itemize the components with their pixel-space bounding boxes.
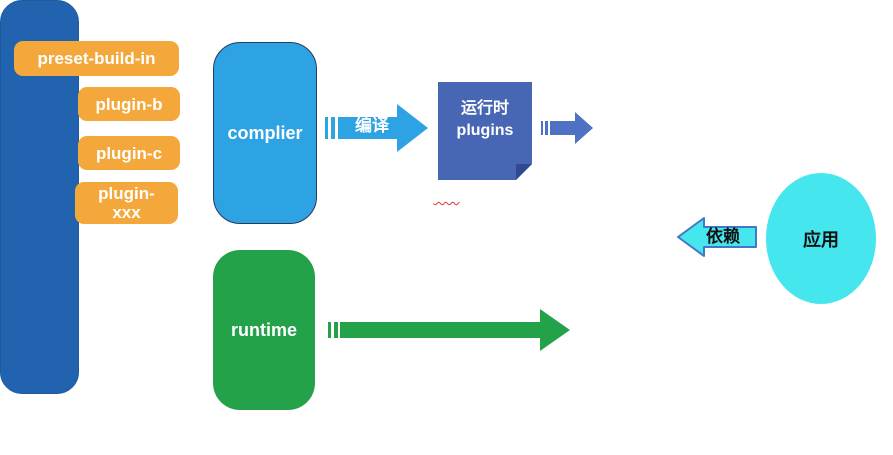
compile-arrow-body: [338, 104, 428, 152]
runtime-arrow-body: [340, 309, 570, 351]
compile-arrow-stripe: [331, 117, 335, 139]
depend-arrow-body: [677, 217, 757, 257]
runtime-plugins-note-fold: [516, 164, 532, 180]
chip-plugin-b: plugin-b: [78, 87, 180, 121]
runtime-node: runtime: [213, 250, 315, 410]
chip-plugin-c: plugin-c: [78, 136, 180, 170]
runtime-arrow-stripe: [328, 322, 331, 338]
compile-arrow-stripe: [325, 117, 328, 139]
plugins-arrow-body: [550, 112, 593, 144]
runtime-plugins-label: 运行时 plugins: [456, 100, 514, 139]
runtime-to-fes-arrow: [328, 309, 570, 351]
plugins-arrow-stripe: [541, 121, 543, 135]
runtime-arrow-stripe: [334, 322, 338, 338]
compile-arrow: [325, 104, 428, 152]
compile-arrow-label: 编译: [355, 116, 389, 135]
runtime-plugins-note: [438, 82, 532, 180]
runtime-plugins-note-shape: [438, 82, 532, 180]
chip-preset-build-in: preset-build-in: [14, 41, 179, 76]
complier-node: complier: [213, 42, 317, 224]
plugins-to-fes-arrow: [541, 112, 593, 144]
chip-plugin-xxx: plugin- xxx: [75, 182, 178, 224]
app-node: 应用: [766, 173, 876, 304]
plugins-arrow-stripe: [545, 121, 548, 135]
depend-arrow: [677, 217, 757, 257]
depend-arrow-label: 依赖: [706, 227, 740, 246]
fes-label: fes: [433, 181, 460, 201]
